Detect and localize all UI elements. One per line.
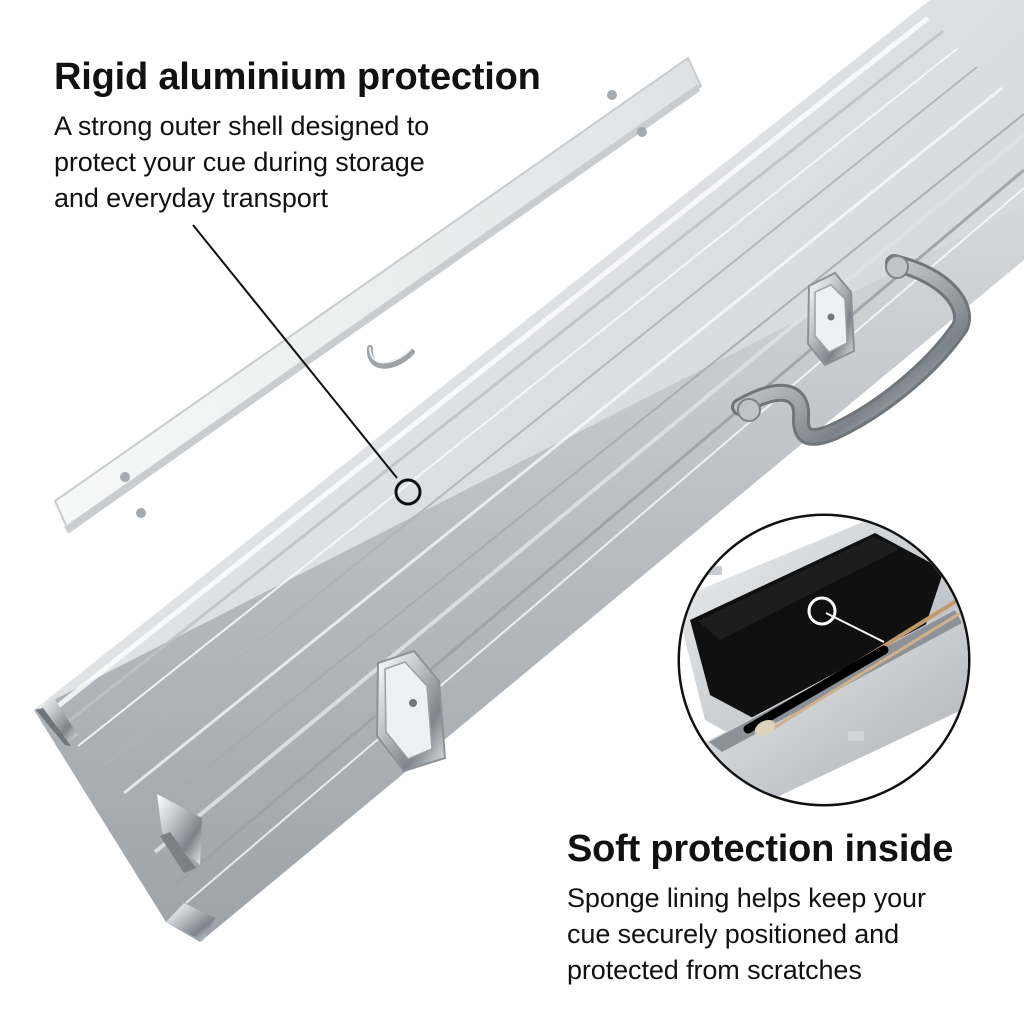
bottom-callout-body: Sponge lining helps keep your cue secure… [567, 880, 997, 988]
top-callout-line-2: protect your cue during storage [54, 147, 425, 177]
case-handle [731, 254, 971, 446]
bottom-callout-line-2: cue securely positioned and [567, 919, 900, 949]
top-callout-body: A strong outer shell designed to protect… [54, 108, 524, 216]
top-callout: Rigid aluminium protection A strong oute… [54, 54, 541, 216]
front-latch [375, 649, 447, 773]
top-callout-line-1: A strong outer shell designed to [54, 111, 430, 141]
interior-inset [677, 513, 971, 807]
top-callout-heading: Rigid aluminium protection [54, 56, 541, 98]
small-case [53, 56, 703, 534]
bottom-callout-heading: Soft protection inside [567, 828, 954, 870]
bottom-callout-line-3: protected from scratches [567, 955, 862, 985]
top-callout-pointer [192, 224, 422, 506]
top-callout-line-3: and everyday transport [54, 183, 328, 213]
bottom-callout: Soft protection inside Sponge lining hel… [567, 826, 997, 988]
bottom-callout-line-1: Sponge lining helps keep your [567, 883, 926, 913]
upper-latch [806, 271, 856, 367]
